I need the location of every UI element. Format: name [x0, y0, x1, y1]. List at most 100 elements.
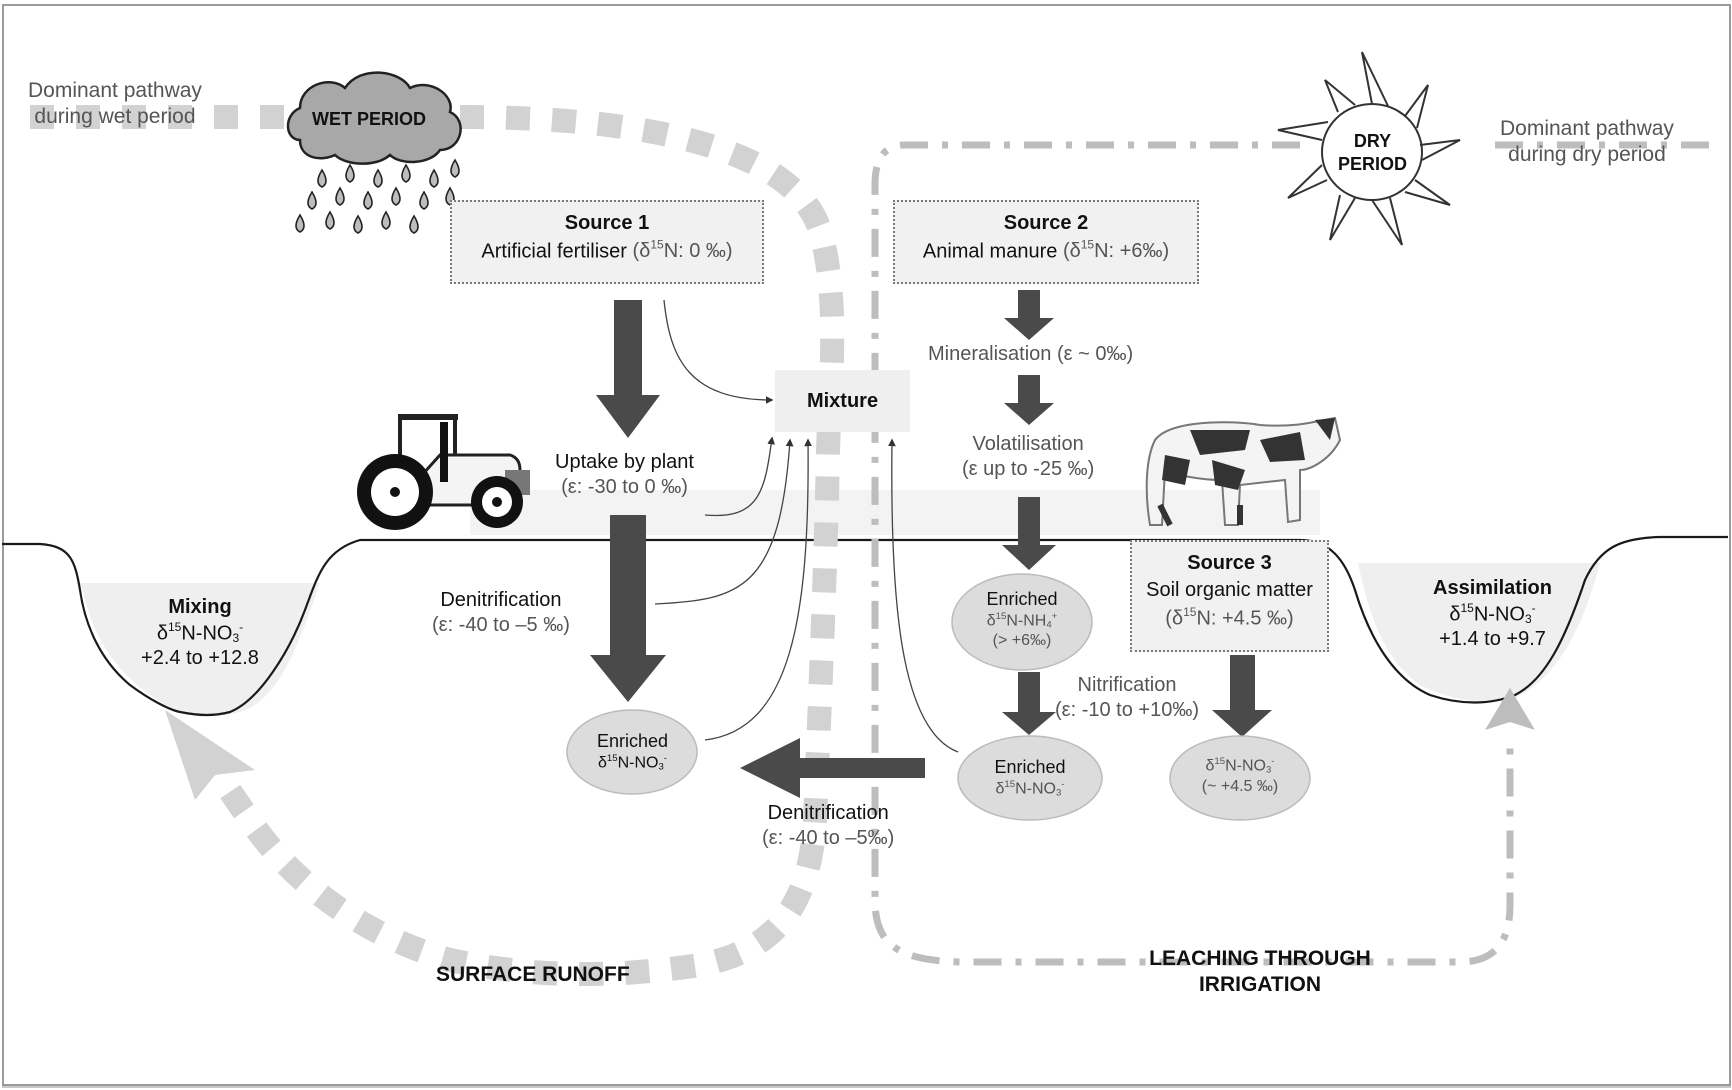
mixture-box: Mixture — [775, 370, 910, 432]
mass-number: 15 — [1004, 778, 1016, 790]
source-1-description: Artificial fertiliser (δ15N: 0 ‰) — [452, 237, 762, 265]
subscript: 3 — [658, 761, 664, 773]
charge: - — [239, 620, 244, 634]
pool-soil-no3 — [1169, 735, 1311, 821]
assimilation-species: δ15N-NO3- — [1420, 601, 1565, 627]
cows-icon — [1145, 416, 1342, 527]
pool-line3: (~ +4.5 ‰) — [1201, 777, 1279, 795]
mass-number: 15 — [606, 752, 618, 764]
pool-species: δ15N-NO3- — [1190, 756, 1290, 777]
delta-prefix: δ — [995, 780, 1005, 798]
arrow-denitrification-bottom-left — [740, 738, 925, 798]
mixing-range: +2.4 to +12.8 — [141, 647, 259, 670]
dry-pathway-legend: Dominant pathway during dry period — [1500, 116, 1674, 169]
delta-prefix: (δ — [632, 240, 651, 263]
charge: - — [1531, 601, 1536, 615]
delta-value: N: +4.5 ‰) — [1196, 607, 1294, 630]
mass-number: 15 — [167, 620, 182, 634]
nitrification-title: Nitrification — [1077, 674, 1177, 696]
assimilation-title: Assimilation — [1433, 577, 1552, 599]
rain-drops-icon — [295, 158, 460, 234]
wet-pathway-arrowhead — [165, 710, 255, 800]
delta-prefix: δ — [1205, 757, 1215, 775]
pool-line1: Enriched — [986, 589, 1058, 609]
species: N-NO — [1225, 757, 1266, 775]
uptake-label: Uptake by plant (ε: -30 to 0 ‰) — [555, 450, 694, 500]
pool-enriched-nh4 — [951, 573, 1093, 671]
nitrification-epsilon: (ε: -10 to +10‰) — [1055, 699, 1199, 721]
leaching-line2: IRRIGATION — [1198, 973, 1322, 997]
mixing-title: Mixing — [168, 596, 232, 618]
subscript: 3 — [1265, 764, 1272, 776]
denitrification-left-label: Denitrification (ε: -40 to –5 ‰) — [432, 588, 570, 638]
process-arrows — [590, 290, 1272, 798]
arrow-source1-down — [596, 300, 660, 438]
denitrification-left-title: Denitrification — [440, 589, 562, 611]
denitrification-left-epsilon: (ε: -40 to –5 ‰) — [432, 614, 570, 636]
arrow-denitrification-left-down — [590, 515, 666, 702]
volatilisation-label: Volatilisation (ε up to -25 ‰) — [962, 432, 1094, 482]
species: N-NH — [1006, 612, 1047, 630]
dry-period-label: DRY PERIOD — [1338, 130, 1407, 175]
dry-period-label-line1: DRY — [1353, 131, 1392, 151]
subscript: 3 — [1524, 611, 1532, 626]
pool-enriched-no3-left-label: Enriched δ15N-NO3- — [590, 730, 675, 773]
tractor-icon — [357, 414, 530, 530]
mixing-water-label: Mixing δ15N-NO3- +2.4 to +12.8 — [130, 595, 270, 671]
charge: - — [1061, 778, 1065, 790]
ground-line — [2, 535, 1728, 717]
source-1-name: Artificial fertiliser — [481, 240, 627, 263]
charge: + — [1051, 610, 1058, 622]
pool-line1: Enriched — [596, 731, 669, 751]
cloud-icon — [286, 71, 462, 165]
mass-number: 15 — [1183, 605, 1197, 619]
pool-line3: (> +6‰) — [992, 632, 1052, 650]
pool-species: δ15N-NH4+ — [977, 611, 1067, 632]
uptake-epsilon: (ε: -30 to 0 ‰) — [561, 476, 688, 498]
delta-value: N: +6‰) — [1094, 240, 1170, 263]
mass-number: 15 — [1214, 756, 1226, 767]
delta-prefix: (δ — [1165, 607, 1184, 630]
denitrification-bottom-label: Denitrification (ε: -40 to –5‰) — [762, 801, 894, 851]
subscript: 3 — [232, 630, 240, 645]
delta-prefix: (δ — [1062, 240, 1081, 263]
assimilation-range: +1.4 to +9.7 — [1439, 628, 1546, 651]
source-2-box: Source 2 Animal manure (δ15N: +6‰) — [893, 200, 1199, 284]
species: N-NO — [617, 754, 659, 772]
dry-pathway — [871, 141, 1720, 966]
diagram-frame — [2, 4, 1731, 1086]
source-1-delta: (δ15N: 0 ‰) — [632, 238, 733, 263]
wet-pathway — [30, 105, 845, 987]
surface-runoff-label: SURFACE RUNOFF — [436, 963, 630, 986]
mixture-flow-lines — [654, 299, 959, 753]
dry-pathway-legend-line1: Dominant pathway — [1500, 117, 1674, 140]
pool-enriched-no3-right — [957, 735, 1103, 821]
subscript: 3 — [1055, 787, 1062, 799]
leaching-label: LEACHING THROUGH IRRIGATION — [1120, 946, 1400, 999]
dry-pathway-legend-line2: during dry period — [1508, 143, 1666, 167]
species: N-NO — [181, 622, 233, 645]
source-2-name: Animal manure — [922, 240, 1058, 263]
mass-number: 15 — [1080, 238, 1095, 252]
species: N-NO — [1015, 780, 1056, 798]
wet-pathway-legend-line1: Dominant pathway — [28, 79, 202, 102]
wet-pathway-legend-line2: during wet period — [34, 105, 196, 129]
source-2-description: Animal manure (δ15N: +6‰) — [895, 237, 1197, 265]
pool-species: δ15N-NO3- — [985, 779, 1075, 800]
delta-prefix: δ — [986, 612, 996, 630]
arrow-source3-down — [1212, 655, 1272, 737]
delta-prefix: δ — [156, 622, 168, 645]
denitrification-bottom-title: Denitrification — [767, 802, 889, 824]
subscript: 4 — [1046, 619, 1052, 631]
arrow-source2-down — [1004, 290, 1054, 340]
nitrification-label: Nitrification (ε: -10 to +10‰) — [1055, 673, 1199, 723]
assimilation-water-fill — [1358, 563, 1600, 702]
pool-line1: Enriched — [994, 757, 1066, 777]
pool-species: δ15N-NO3- — [590, 753, 675, 774]
pool-enriched-nh4-label: Enriched δ15N-NH4+ (> +6‰) — [977, 588, 1067, 651]
mixing-species: δ15N-NO3- — [130, 620, 270, 646]
volatilisation-epsilon: (ε up to -25 ‰) — [962, 458, 1095, 480]
source-3-delta: (δ15N: +4.5 ‰) — [1132, 604, 1327, 632]
pool-enriched-no3-left — [566, 709, 698, 795]
